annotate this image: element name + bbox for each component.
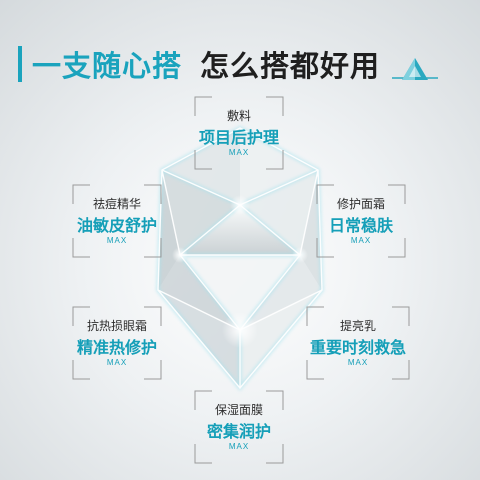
card-title: 精准热修护 xyxy=(76,337,157,357)
triangle-logo-icon xyxy=(392,58,438,80)
card-brightening-lotion: 提亮乳 重要时刻救急 MAX xyxy=(306,306,410,380)
card-eye-cream: 抗热损眼霜 精准热修护 MAX xyxy=(72,306,162,380)
card-suffix: MAX xyxy=(228,441,250,451)
card-acne-serum: 祛痘精华 油敏皮舒护 MAX xyxy=(72,184,162,258)
card-suffix: MAX xyxy=(350,235,372,245)
card-title: 密集润护 xyxy=(206,421,271,441)
card-suffix: MAX xyxy=(106,357,128,367)
card-label: 抗热损眼霜 xyxy=(86,318,147,333)
card-suffix: MAX xyxy=(228,147,250,157)
headline-accent-bar xyxy=(18,46,22,82)
card-hydrating-mask: 保湿面膜 密集润护 MAX xyxy=(194,390,284,464)
card-label: 提亮乳 xyxy=(339,318,376,333)
card-title: 重要时刻救急 xyxy=(309,337,406,357)
headline: 一支随心搭 怎么搭都好用 xyxy=(18,42,388,86)
card-repair-cream: 修护面霜 日常稳肤 MAX xyxy=(316,184,406,258)
card-label: 修护面霜 xyxy=(336,196,385,211)
card-title: 日常稳肤 xyxy=(328,215,393,235)
card-label: 祛痘精华 xyxy=(92,196,141,211)
headline-main-text: 怎么搭都好用 xyxy=(200,49,381,83)
headline-accent-text: 一支随心搭 xyxy=(32,49,183,83)
card-suffix: MAX xyxy=(347,357,369,367)
card-title: 项目后护理 xyxy=(198,127,279,147)
card-wound-dressing: 敷料 项目后护理 MAX xyxy=(194,96,284,170)
card-suffix: MAX xyxy=(106,235,128,245)
card-label: 敷料 xyxy=(226,108,251,123)
card-title: 油敏皮舒护 xyxy=(76,215,157,235)
card-label: 保湿面膜 xyxy=(214,402,263,417)
